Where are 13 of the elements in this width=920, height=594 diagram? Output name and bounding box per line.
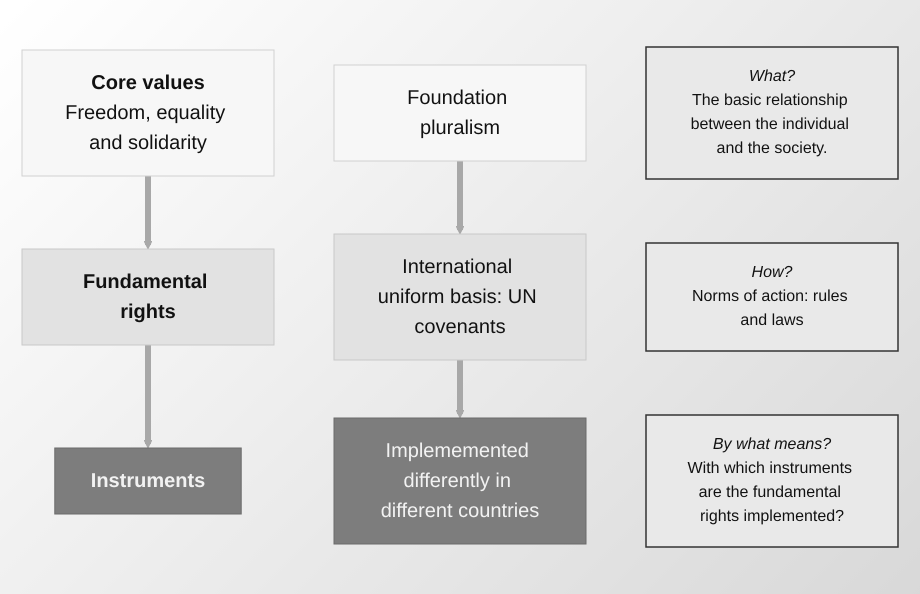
node-box: By what means? With which instruments are the fundamental rights implemented? <box>645 414 899 548</box>
node-box: What? The basic relationship between the individual and the society. <box>645 46 899 180</box>
arrow <box>456 161 464 234</box>
node-box: Foundation pluralism <box>334 64 586 162</box>
node-box: International uniform basis: UN covenants <box>334 234 586 360</box>
arrow <box>144 345 152 448</box>
arrow <box>456 360 464 418</box>
node-box: Fundamental rights <box>22 248 274 346</box>
arrow <box>144 176 152 250</box>
node-box: Instruments <box>54 448 242 514</box>
node-box: How? Norms of action: rules and laws <box>645 242 899 352</box>
node-box: Implememented differently in different countries <box>334 418 586 544</box>
node-box: Core values Freedom, equality and solidarity <box>22 50 274 176</box>
